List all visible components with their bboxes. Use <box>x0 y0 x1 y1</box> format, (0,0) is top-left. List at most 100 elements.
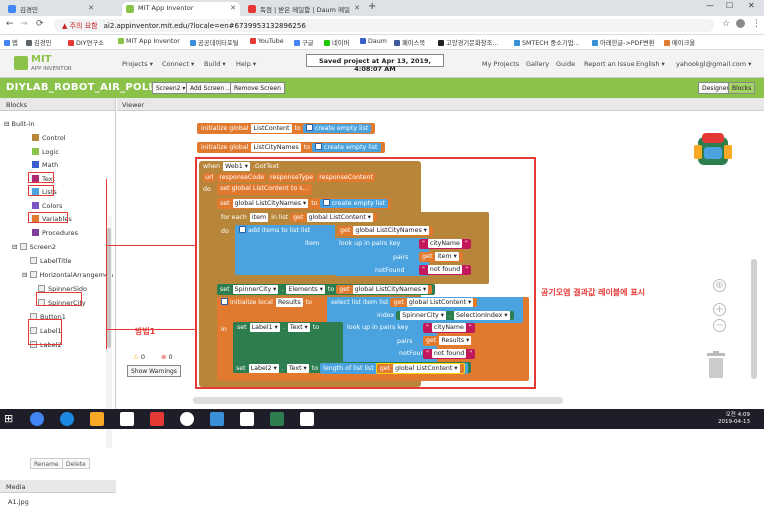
avatar[interactable] <box>736 19 745 28</box>
block-init-global-listcontent[interactable]: initialize global ListContent to create … <box>197 123 376 134</box>
tree-item-procedures[interactable]: Procedures <box>32 229 78 237</box>
bookmark-item[interactable]: DIY연구소 <box>68 38 104 47</box>
delete-button[interactable]: Delete <box>62 458 90 469</box>
app-inventor-logo[interactable]: MIT APP INVENTOR <box>14 54 80 74</box>
menu-projects[interactable]: Projects ▾ <box>122 60 153 68</box>
text-not-found-1[interactable]: " not found " <box>419 265 472 275</box>
bookmark-item[interactable]: 페이스북 <box>394 38 425 47</box>
taskbar-clock[interactable]: 오전 4:09 2019-04-13 <box>718 412 750 425</box>
block-get-results[interactable]: get Results ▾ <box>423 336 476 346</box>
remove-screen-button[interactable]: Remove Screen <box>230 82 285 94</box>
tree-scrollbar[interactable] <box>106 216 112 448</box>
label-component-icon <box>30 327 37 334</box>
menu-account[interactable]: yahookgl@gmail.com ▾ <box>676 60 752 68</box>
bookmark-item[interactable]: 네이버 <box>324 38 349 47</box>
show-warnings-button[interactable]: Show Warnings <box>127 365 181 377</box>
menu-language[interactable]: English ▾ <box>636 60 665 68</box>
add-screen-button[interactable]: Add Screen ... <box>186 82 236 94</box>
tab-daum-mail[interactable]: 독점 | 받은 메일함 | Daum 메일✕ <box>244 2 364 16</box>
bookmark-item[interactable]: SMTECH 중소기업... <box>514 38 580 47</box>
tree-item-logic[interactable]: Logic <box>32 148 59 156</box>
menu-my-projects[interactable]: My Projects <box>482 60 520 68</box>
block-init-global-listcitynames[interactable]: initialize global ListCityNames to creat… <box>197 142 385 153</box>
tree-item-colors[interactable]: Colors <box>32 202 62 210</box>
app-icon[interactable] <box>180 412 194 426</box>
menu-gallery[interactable]: Gallery <box>526 60 550 68</box>
bookmark-item[interactable]: 김경민 <box>26 38 51 47</box>
zoom-out-icon[interactable]: − <box>713 319 726 332</box>
bookmark-item[interactable]: 구글 <box>294 38 314 47</box>
close-tab-icon[interactable]: ✕ <box>354 4 360 12</box>
media-file-item[interactable]: A1.jpg <box>8 498 29 506</box>
star-icon[interactable]: ☆ <box>722 19 731 29</box>
bookmark-item[interactable]: YouTube <box>250 38 284 45</box>
tree-item-label1[interactable]: Label1 <box>30 327 62 335</box>
tree-item-builtin[interactable]: ⊟ Built-in <box>4 120 35 128</box>
bookmark-item[interactable]: 공공데이터포털 <box>190 38 239 47</box>
blocks-button[interactable]: Blocks <box>728 82 756 94</box>
app-icon[interactable] <box>240 412 254 426</box>
tree-item-screen2[interactable]: ⊟ Screen2 <box>12 243 57 251</box>
menu-build[interactable]: Build ▾ <box>204 60 226 68</box>
screen-dropdown[interactable]: Screen2 ▾ <box>152 82 190 94</box>
tab-mit-app-inventor[interactable]: MIT App Inventor✕ <box>122 2 240 16</box>
menu-help[interactable]: Help ▾ <box>236 60 257 68</box>
tree-item-labeltitle[interactable]: LabelTitle <box>30 257 71 265</box>
tree-item-text[interactable]: Text <box>32 175 55 183</box>
block-set-label2-text[interactable]: set Label2 ▾ . Text ▾ to length of list … <box>233 362 471 374</box>
bookmark-item[interactable]: MIT App Inventor <box>118 38 180 45</box>
menu-report-issue[interactable]: Report an Issue <box>584 60 635 68</box>
maximize-icon[interactable]: ☐ <box>726 1 734 10</box>
tree-item-math[interactable]: Math <box>32 161 58 169</box>
close-window-icon[interactable]: ✕ <box>748 1 755 10</box>
ie-icon[interactable] <box>60 412 74 426</box>
chrome-icon[interactable] <box>30 412 44 426</box>
back-icon[interactable]: ← <box>6 19 14 29</box>
tree-item-lists[interactable]: Lists <box>32 188 57 196</box>
highlight-box-event <box>195 157 536 389</box>
menu-connect[interactable]: Connect ▾ <box>162 60 195 68</box>
menu-guide[interactable]: Guide <box>556 60 576 68</box>
menu-icon[interactable]: ⋮ <box>752 19 761 29</box>
tree-item-horizontalarrangement[interactable]: ⊟ HorizontalArrangemen <box>22 271 114 279</box>
block-set-listcontent[interactable]: set global ListContent to s... <box>217 184 312 195</box>
app-icon[interactable] <box>150 412 164 426</box>
app-icon[interactable] <box>120 412 134 426</box>
rename-button[interactable]: Rename <box>30 458 63 469</box>
workspace-horizontal-scrollbar[interactable] <box>193 397 563 404</box>
minimize-icon[interactable]: — <box>706 1 714 10</box>
new-tab-icon[interactable]: + <box>368 1 377 12</box>
tab-gimgyeongmin[interactable]: 김경민✕ <box>4 2 98 16</box>
bookmark-item[interactable]: 아래한글->PDF변환 <box>592 38 655 47</box>
forward-icon[interactable]: → <box>20 19 28 29</box>
tree-item-variables[interactable]: Variables <box>32 215 72 223</box>
windows-start-icon[interactable]: ⊞ <box>4 412 14 425</box>
tree-item-control[interactable]: Control <box>32 134 66 142</box>
bookmark-item[interactable]: Daum <box>360 38 387 45</box>
zoom-in-icon[interactable]: + <box>713 303 726 316</box>
trash-icon[interactable] <box>705 351 727 379</box>
text-cityname[interactable]: " cityName " <box>419 239 471 249</box>
app-icon[interactable] <box>300 412 314 426</box>
app-icon[interactable] <box>210 412 224 426</box>
explorer-icon[interactable] <box>90 412 104 426</box>
bookmark-item[interactable]: 메이크올 <box>664 38 695 47</box>
block-get-listcitynames[interactable]: get global ListCityNames ▾ <box>337 226 433 236</box>
bookmark-item[interactable]: 고양경기문화창조... <box>438 38 498 47</box>
block-set-listcitynames[interactable]: set global ListCityNames ▾ to create emp… <box>217 198 392 209</box>
close-tab-icon[interactable]: ✕ <box>230 4 236 12</box>
text-not-found-2[interactable]: " not found " <box>423 349 476 359</box>
app-icon[interactable] <box>270 412 284 426</box>
block-set-spinnercity-elements[interactable]: set SpinnerCity ▾ . Elements ▾ to get gl… <box>217 284 436 295</box>
text-cityname-2[interactable]: " cityName " <box>423 323 475 333</box>
backpack-icon[interactable] <box>692 129 736 169</box>
close-tab-icon[interactable]: ✕ <box>88 4 94 12</box>
bookmark-apps[interactable]: 앱 <box>4 38 18 47</box>
recenter-icon[interactable]: ⊕ <box>713 279 726 292</box>
reload-icon[interactable]: ⟳ <box>36 19 44 29</box>
block-get-item[interactable]: get item ▾ <box>419 252 463 262</box>
tree-item-spinnersido[interactable]: SpinnerSido <box>38 285 87 293</box>
blocks-workspace[interactable]: initialize global ListContent to create … <box>106 111 764 409</box>
workspace-vertical-scrollbar[interactable] <box>750 259 758 389</box>
